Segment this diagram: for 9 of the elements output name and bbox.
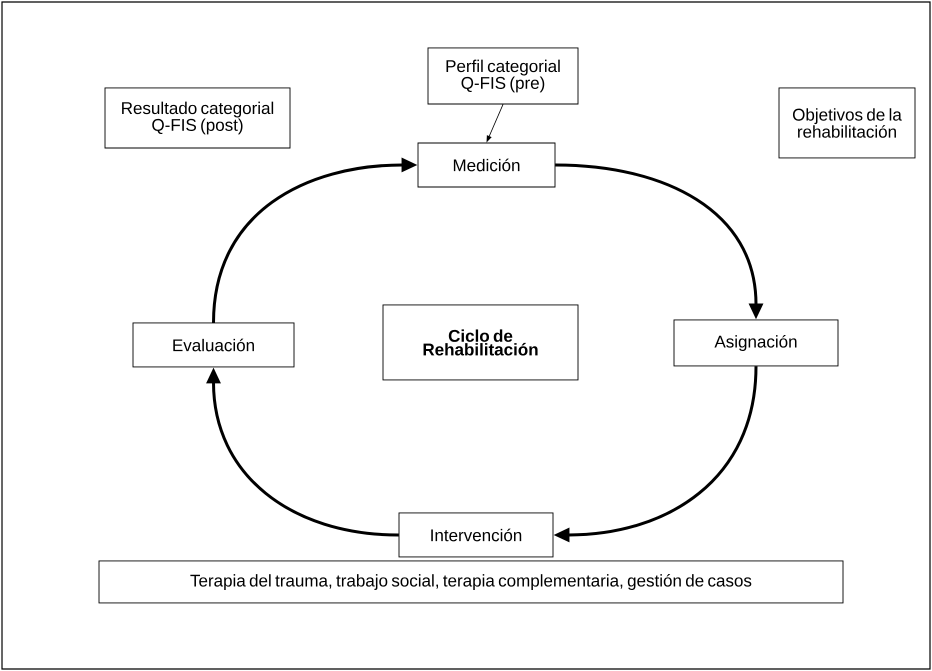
label-box: Medición bbox=[418, 142, 556, 188]
label-box: Intervención bbox=[398, 512, 554, 558]
label-box: Terapia del trauma, trabajo social, terapia complementaria, gestión de casos bbox=[98, 560, 844, 604]
title-box: Ciclo de Rehabilitación bbox=[382, 304, 578, 380]
label-box: Evaluación bbox=[132, 322, 294, 368]
label-box: Perfil categorial Q-FIS (pre) bbox=[428, 48, 578, 104]
label-box: Asignación bbox=[674, 320, 838, 366]
label-box: Resultado categorial Q-FIS (post) bbox=[104, 88, 290, 148]
label-box: Objetivos de la rehabilitación bbox=[778, 88, 916, 158]
